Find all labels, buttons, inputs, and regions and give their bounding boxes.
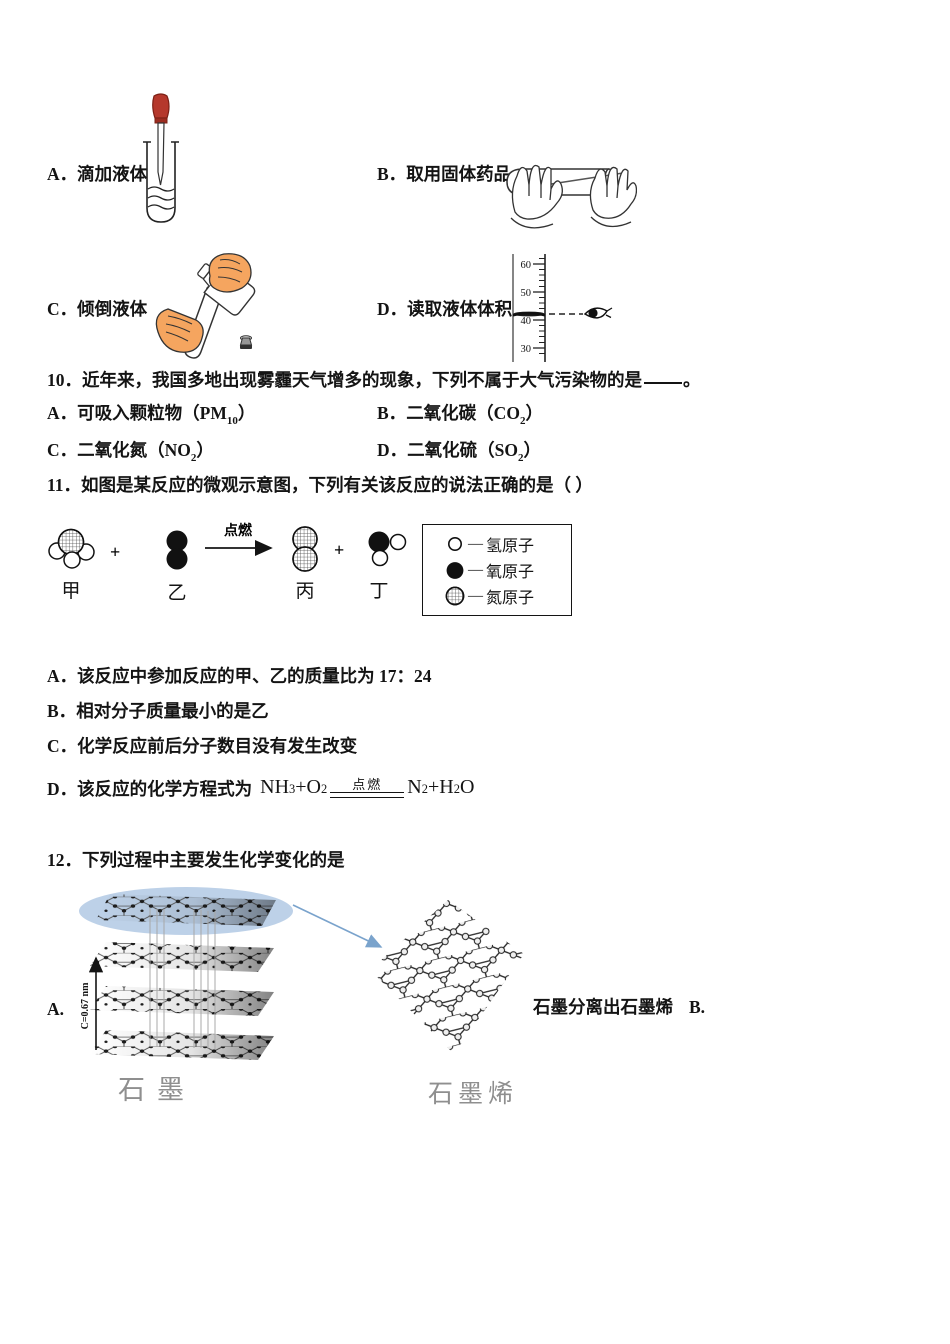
option-b-marker: B． — [377, 164, 407, 184]
cylinder-tick-50: 50 — [521, 288, 532, 299]
pouring-liquid-illustration — [155, 253, 256, 359]
dimension-label: C=0.67 nm — [80, 982, 91, 1029]
hydrogen-atom-icon — [448, 537, 462, 551]
option-d-label: 读取液体体积 — [407, 299, 513, 319]
interlayer-bonds — [149, 908, 216, 1049]
molecule-bing-n2 — [292, 526, 318, 572]
dropper-test-tube-illustration — [143, 93, 179, 223]
apparatus-option-b: B．取用固体药品 — [377, 164, 511, 185]
plus-sign-2: + — [334, 540, 344, 560]
option-a-label: 滴加液体 — [77, 164, 148, 184]
apparatus-option-d: D．读取液体体积 — [377, 299, 512, 320]
q12-option-b-marker: B. — [689, 997, 706, 1017]
reaction-micro-diagram: + 点燃 + 甲 乙 丙 丁 — [48, 522, 407, 604]
oxygen-atom-icon — [446, 561, 464, 579]
q11-option-a: A．该反应中参加反应的甲、乙的质量比为 17：24 — [47, 666, 432, 686]
question-11-stem: 11．如图是某反应的微观示意图，下列有关该反应的说法正确的是（ ） — [47, 475, 593, 495]
graphene-label: 石墨烯 — [428, 1081, 519, 1108]
meniscus — [512, 311, 546, 317]
label-bing: 丙 — [295, 581, 314, 602]
q10-stem-suffix: 。 — [683, 370, 701, 390]
question-12-stem: 12．下列过程中主要发生化学变化的是 — [47, 850, 345, 870]
q11-option-c: C．化学反应前后分子数目没有发生改变 — [47, 736, 358, 756]
left-hand-holding-tube — [155, 308, 204, 353]
label-ding: 丁 — [369, 581, 388, 602]
legend-hydrogen-row: — 氢原子 — [445, 532, 571, 556]
option-c-marker: C． — [47, 299, 78, 319]
graphene-lattice — [370, 900, 524, 1054]
dimension-arrow: C=0.67 nm — [80, 956, 104, 1050]
right-hand-holding-bottle — [208, 253, 252, 293]
graphite-structure-illustration: C=0.67 nm — [79, 887, 293, 1060]
q10-option-d: D．二氧化硫（SO2） — [377, 440, 541, 464]
plus-sign-1: + — [110, 542, 120, 562]
label-jia: 甲 — [61, 581, 80, 602]
question-10-stem: 10．近年来，我国多地出现雾霾天气增多的现象，下列不属于大气污染物的是 。 — [47, 370, 701, 391]
option-d-marker: D． — [377, 299, 408, 319]
graphene-sheet-illustration — [370, 900, 524, 1054]
q10-option-a: A．可吸入颗粒物（PM10） — [47, 403, 256, 427]
apparatus-option-a: A．滴加液体 — [47, 164, 147, 185]
graphite-layers — [90, 894, 276, 1060]
atom-legend: — 氢原子 — 氧原子 — 氮原子 — [422, 524, 572, 616]
option-c-label: 倾倒液体 — [77, 299, 148, 319]
label-yi: 乙 — [167, 583, 186, 604]
molecule-yi-o2 — [166, 530, 188, 570]
left-hand — [510, 164, 563, 229]
molecule-jia-nh3 — [48, 528, 95, 569]
q10-option-c: C．二氧化氮（NO2） — [47, 440, 214, 464]
legend-nitrogen-row: — 氮原子 — [445, 584, 571, 608]
q12-option-a-marker: A. — [47, 999, 65, 1019]
eye-icon — [583, 307, 613, 319]
nitrogen-atom-icon — [445, 586, 465, 606]
q10-option-b: B．二氧化碳（CO2） — [377, 403, 543, 427]
solid-transfer-illustration — [506, 164, 637, 229]
bottle-stopper — [239, 335, 253, 349]
graphite-label: 石墨 — [118, 1075, 196, 1105]
apparatus-option-c: C．倾倒液体 — [47, 299, 147, 320]
double-line — [330, 792, 405, 799]
option-b-label: 取用固体药品 — [406, 164, 512, 184]
q10-stem-text: 10．近年来，我国多地出现雾霾天气增多的现象，下列不属于大气污染物的是 — [47, 370, 642, 390]
cylinder-tick-60: 60 — [521, 260, 532, 271]
equation-condition: 点燃 — [330, 777, 405, 799]
reaction-condition: 点燃 — [224, 522, 253, 539]
q11-option-b: B．相对分子质量最小的是乙 — [47, 701, 269, 721]
graduated-cylinder-illustration: 60 50 40 30 — [512, 254, 613, 362]
layer-extraction-arrow — [292, 904, 383, 948]
dropper — [152, 93, 170, 186]
option-a-marker: A． — [47, 164, 78, 184]
legend-oxygen-row: — 氧原子 — [445, 558, 571, 582]
cylinder-tick-30: 30 — [521, 344, 532, 355]
q10-answer-blank — [644, 377, 682, 384]
cylinder-tick-40: 40 — [521, 316, 532, 327]
molecule-ding-h2o — [368, 531, 407, 567]
right-hand — [589, 166, 637, 228]
